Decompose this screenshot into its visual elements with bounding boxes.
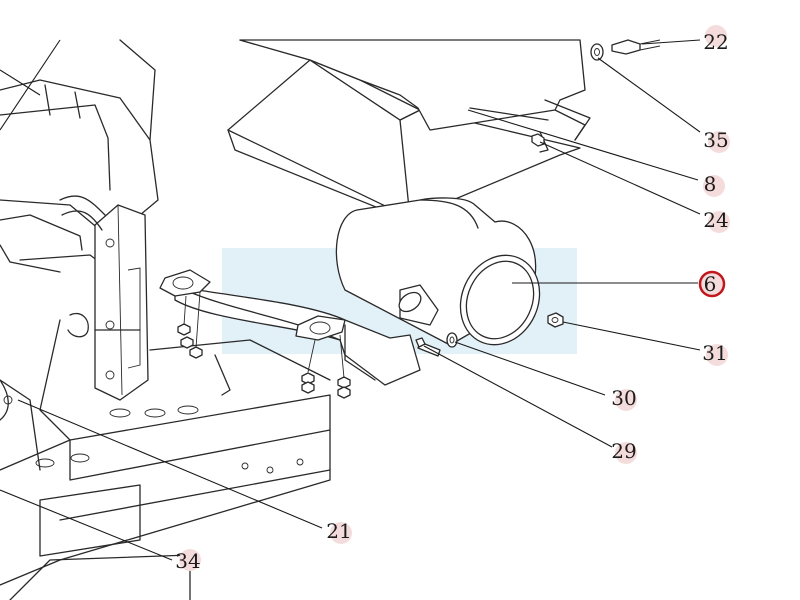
- callout-8[interactable]: 8: [703, 172, 725, 197]
- callout-label-6: 6: [704, 272, 717, 296]
- callout-label-8: 8: [704, 172, 717, 196]
- leader-22: [641, 39, 701, 45]
- leader-24: [539, 141, 701, 215]
- leader-offpage-1: [0, 39, 61, 131]
- callout-dot-35: [708, 131, 730, 153]
- leader-offpage-2: [0, 69, 41, 96]
- exhaust-nut: [337, 376, 351, 389]
- exhaust-nut: [189, 346, 203, 359]
- exhaust-nut: [301, 372, 315, 385]
- exhaust-nut: [337, 386, 351, 399]
- muffler: [335, 197, 541, 346]
- callout-label-22: 22: [703, 30, 728, 54]
- callout-dot-29: [615, 442, 637, 464]
- callout-30[interactable]: 30: [611, 386, 637, 411]
- leader-29: [423, 345, 613, 448]
- callout-highlight-ring-6: [698, 270, 726, 298]
- callout-dot-21: [330, 522, 352, 544]
- callout-label-24: 24: [703, 208, 728, 232]
- callout-label-30: 30: [611, 386, 636, 410]
- callout-31[interactable]: 31: [702, 341, 728, 366]
- callout-24[interactable]: 24: [703, 208, 730, 233]
- exhaust-nut: [177, 323, 191, 336]
- callout-22[interactable]: 22: [703, 25, 729, 54]
- callout-21[interactable]: 21: [326, 519, 352, 544]
- callout-dot-22: [705, 25, 727, 47]
- callout-35[interactable]: 35: [703, 128, 730, 153]
- fasteners: [177, 39, 661, 399]
- leader-31: [562, 321, 701, 351]
- nut-31: [547, 312, 564, 328]
- callout-label-29: 29: [611, 439, 636, 463]
- callout-label-34: 34: [175, 549, 200, 573]
- callout-label-21: 21: [326, 519, 351, 543]
- exhaust-nut: [180, 336, 194, 349]
- callout-dot-34: [179, 549, 201, 571]
- callout-dot-6: [700, 273, 724, 297]
- callout-6[interactable]: 6: [698, 270, 726, 298]
- callout-dot-30: [615, 389, 637, 411]
- tractor-frame: [0, 339, 331, 600]
- callout-dot-24: [708, 211, 730, 233]
- exhaust-nut: [301, 381, 315, 394]
- leader-34: [0, 489, 173, 561]
- exhaust-pipes: [159, 269, 421, 386]
- callout-34[interactable]: 34: [175, 549, 201, 573]
- callout-label-35: 35: [703, 128, 728, 152]
- washer-30: [446, 332, 458, 348]
- callout-29[interactable]: 29: [611, 439, 637, 464]
- engine-block: [0, 39, 159, 441]
- leader-lines: [0, 39, 701, 561]
- leader-30: [454, 341, 606, 396]
- washer-35: [590, 43, 604, 61]
- leader-8: [467, 109, 699, 181]
- leader-35: [597, 57, 701, 133]
- bolt-22: [611, 39, 661, 55]
- callout-dot-8: [703, 175, 725, 197]
- muffler-bracket: [239, 39, 591, 153]
- callout-label-31: 31: [702, 341, 727, 365]
- leader-21: [17, 399, 323, 529]
- callout-dot-31: [706, 344, 728, 366]
